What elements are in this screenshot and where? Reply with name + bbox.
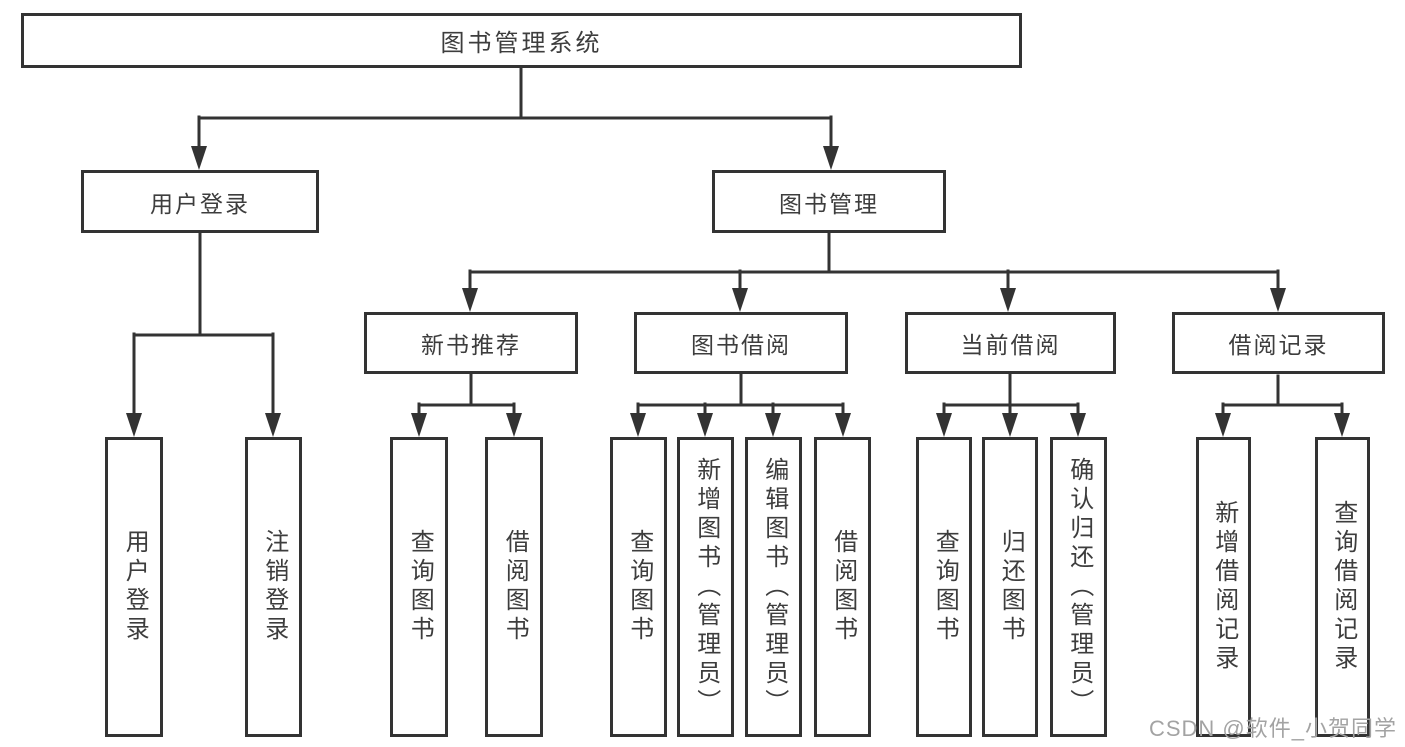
leaf-borrow-query-books-label: 查询图书: [625, 529, 653, 645]
node-book-management-label: 图书管理: [779, 190, 879, 217]
node-user-login-label: 用户登录: [150, 190, 250, 217]
leaf-add-books-admin: 新增图书（管理员）: [677, 437, 734, 737]
node-new-book-recommend: 新书推荐: [364, 312, 578, 374]
leaf-recommend-query-books: 查询图书: [390, 437, 448, 737]
csdn-watermark: CSDN @软件_小贺同学: [1148, 716, 1397, 741]
leaf-user-login-label: 用户登录: [121, 529, 149, 645]
leaf-current-query-books-label: 查询图书: [931, 529, 959, 645]
node-current-borrow: 当前借阅: [905, 312, 1116, 374]
node-user-login: 用户登录: [81, 170, 319, 233]
leaf-recommend-borrow-books: 借阅图书: [485, 437, 543, 737]
leaf-return-books: 归还图书: [982, 437, 1038, 737]
leaf-return-books-label: 归还图书: [997, 529, 1025, 645]
node-book-borrow: 图书借阅: [634, 312, 848, 374]
leaf-add-borrow-record: 新增借阅记录: [1196, 437, 1251, 737]
leaf-query-borrow-record: 查询借阅记录: [1315, 437, 1370, 737]
leaf-logout-label: 注销登录: [260, 529, 288, 645]
leaf-user-login: 用户登录: [105, 437, 163, 737]
leaf-recommend-query-books-label: 查询图书: [406, 529, 434, 645]
leaf-borrow-borrow-books-label: 借阅图书: [829, 529, 857, 645]
leaf-edit-books-admin: 编辑图书（管理员）: [745, 437, 802, 737]
node-book-borrow-label: 图书借阅: [691, 332, 791, 358]
arrowheads: [126, 146, 1350, 437]
node-current-borrow-label: 当前借阅: [960, 332, 1061, 358]
leaf-recommend-borrow-books-label: 借阅图书: [501, 529, 529, 645]
leaf-current-query-books: 查询图书: [916, 437, 972, 737]
node-borrow-records: 借阅记录: [1172, 312, 1385, 374]
leaf-query-borrow-record-label: 查询借阅记录: [1329, 500, 1357, 674]
leaf-add-borrow-record-label: 新增借阅记录: [1210, 500, 1238, 674]
leaf-borrow-borrow-books: 借阅图书: [814, 437, 871, 737]
node-root: 图书管理系统: [21, 13, 1022, 68]
node-new-book-recommend-label: 新书推荐: [421, 332, 521, 358]
leaf-confirm-return-admin: 确认归还（管理员）: [1050, 437, 1107, 737]
leaf-edit-books-admin-label: 编辑图书（管理员）: [760, 456, 788, 718]
leaf-add-books-admin-label: 新增图书（管理员）: [692, 456, 720, 718]
node-borrow-records-label: 借阅记录: [1228, 332, 1329, 358]
leaf-confirm-return-admin-label: 确认归还（管理员）: [1065, 456, 1093, 718]
node-root-label: 图书管理系统: [440, 30, 603, 57]
leaf-borrow-query-books: 查询图书: [610, 437, 667, 737]
node-book-management: 图书管理: [712, 170, 946, 233]
leaf-logout: 注销登录: [245, 437, 302, 737]
